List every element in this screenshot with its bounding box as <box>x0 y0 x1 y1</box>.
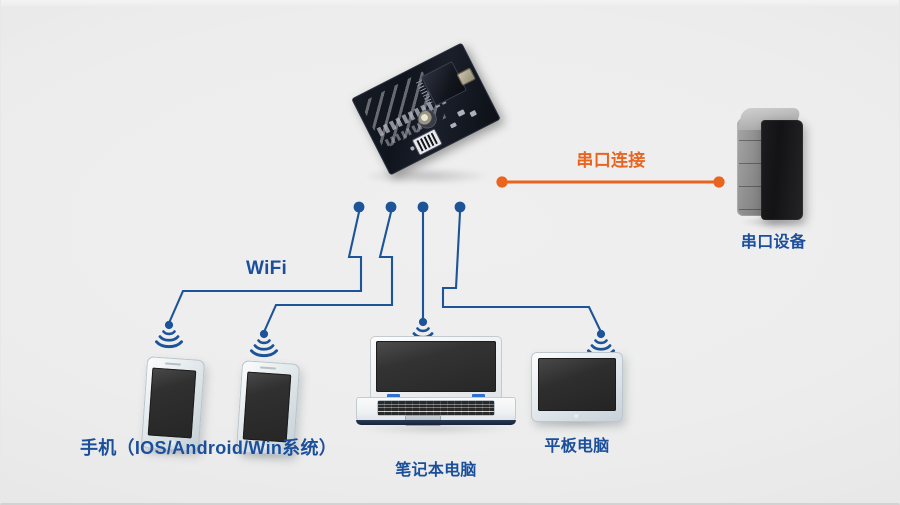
smartphone-1-screen <box>147 367 197 439</box>
serial-dot-right <box>713 176 725 188</box>
laptop-keyboard <box>378 401 494 415</box>
serial-device-caption: 串口设备 <box>740 234 807 251</box>
serial-connection-label: 串口连接 <box>576 151 646 170</box>
tablet-computer[interactable] <box>529 352 627 428</box>
laptop-shadow <box>360 422 512 435</box>
laptop-hinge-left <box>387 394 400 399</box>
link-to-phone-2 <box>263 211 394 333</box>
tablet-home-button <box>573 414 581 419</box>
pcb-smd-part-2 <box>469 109 478 118</box>
wifi-signal-icon-phone-2 <box>250 328 278 358</box>
link-to-tablet <box>441 211 602 333</box>
serial-device[interactable] <box>737 108 811 228</box>
laptop-base <box>356 397 516 425</box>
smartphone-1[interactable] <box>140 356 206 456</box>
wifi-node-dot-3 <box>417 201 429 213</box>
pcb-smd-part-3 <box>449 122 457 129</box>
wifi-label: WiFi <box>246 258 288 279</box>
tablet-body <box>531 352 623 422</box>
pcb-smd-part-1 <box>456 109 466 117</box>
wifi-serial-module[interactable] <box>351 42 501 193</box>
wifi-node-dot-1 <box>353 201 365 213</box>
serial-dot-left <box>496 176 508 188</box>
smartphones-caption: 手机（IOS/Android/Win系统） <box>79 438 338 458</box>
wifi-node-dot-4 <box>454 201 466 213</box>
laptop-lid <box>370 336 502 398</box>
serial-device-front-panel <box>761 120 803 220</box>
link-to-phone-1 <box>168 211 363 324</box>
laptop-computer[interactable] <box>356 336 516 435</box>
laptop-trackpad <box>406 416 440 425</box>
pcb-led <box>409 145 416 152</box>
serial-connection-line <box>496 176 725 188</box>
smartphone-2-screen <box>242 371 292 443</box>
tablet-caption: 平板电脑 <box>544 438 610 455</box>
laptop-hinge-right <box>472 394 485 399</box>
module-shadow <box>366 168 486 184</box>
module-pcb-board <box>351 42 501 176</box>
wifi-signal-icon-phone-1 <box>155 319 183 349</box>
pcb-barcode-label <box>412 129 442 155</box>
tablet-screen <box>538 358 616 411</box>
smartphone-2[interactable] <box>235 360 301 460</box>
laptop-screen <box>376 341 496 392</box>
pcb-soc-chip <box>420 60 468 107</box>
wifi-node-dot-2 <box>385 201 397 213</box>
laptop-caption: 笔记本电脑 <box>395 462 477 479</box>
serial-device-side-panel <box>737 118 763 216</box>
